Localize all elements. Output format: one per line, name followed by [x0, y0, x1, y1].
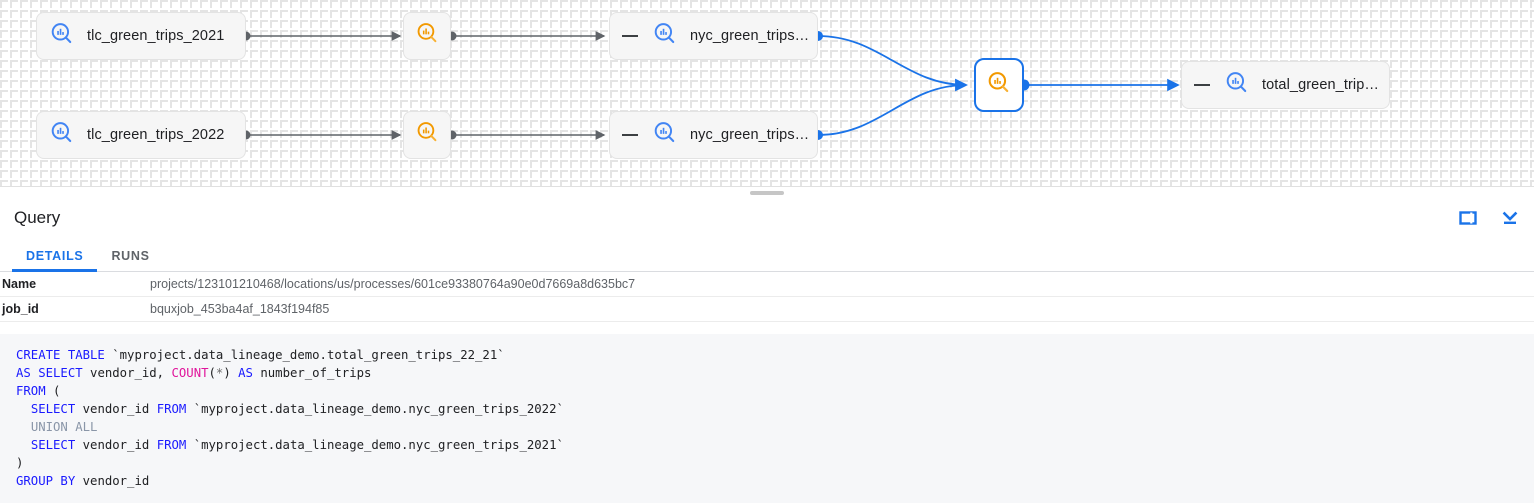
lineage-node-process-selected[interactable]	[974, 58, 1024, 112]
table-row: job_id bquxjob_453ba4af_1843f194f85	[0, 297, 1534, 322]
lineage-node-total-green-trips[interactable]: total_green_trip…	[1181, 61, 1390, 109]
lineage-node-nyc-green-trips-row2[interactable]: nyc_green_trips…	[609, 111, 818, 159]
lineage-node-nyc-green-trips-row1[interactable]: nyc_green_trips…	[609, 12, 818, 60]
collapse-node-icon[interactable]	[622, 35, 638, 37]
lineage-node-label: tlc_green_trips_2021	[87, 28, 225, 44]
sql-code-block[interactable]: CREATE TABLE `myproject.data_lineage_dem…	[0, 334, 1534, 503]
bigquery-process-icon	[986, 70, 1012, 101]
bigquery-process-icon	[415, 21, 440, 51]
lineage-node-label: tlc_green_trips_2022	[87, 127, 225, 143]
detail-key: job_id	[2, 302, 39, 316]
lineage-node-process-2[interactable]	[403, 111, 451, 159]
bigquery-table-icon	[652, 120, 678, 151]
collapse-node-icon[interactable]	[622, 134, 638, 136]
lineage-node-label: nyc_green_trips…	[690, 28, 810, 44]
query-panel: Query DETAILS RUNS	[0, 196, 1534, 503]
collapse-node-icon[interactable]	[1194, 84, 1210, 86]
query-details-table: Name projects/123101210468/locations/us/…	[0, 272, 1534, 322]
bigquery-process-icon	[415, 120, 440, 150]
panel-header-actions	[1456, 196, 1522, 240]
bigquery-table-icon	[652, 21, 678, 52]
panel-resize-splitter[interactable]	[0, 186, 1534, 197]
panel-title: Query	[14, 208, 61, 227]
lineage-node-label: total_green_trip…	[1262, 77, 1379, 93]
lineage-node-tlc-green-trips-2022[interactable]: tlc_green_trips_2022	[36, 111, 246, 159]
detail-key: Name	[2, 277, 37, 291]
query-panel-tabs: DETAILS RUNS	[0, 240, 1534, 272]
collapse-panel-icon[interactable]	[1498, 206, 1522, 230]
table-row: Name projects/123101210468/locations/us/…	[0, 272, 1534, 297]
query-panel-header: Query	[0, 196, 1534, 240]
tab-details[interactable]: DETAILS	[12, 249, 98, 272]
lineage-node-tlc-green-trips-2021[interactable]: tlc_green_trips_2021	[36, 12, 246, 60]
sql-code-text: CREATE TABLE `myproject.data_lineage_dem…	[16, 348, 564, 488]
drag-handle-icon[interactable]	[750, 191, 784, 195]
detail-value: bquxjob_453ba4af_1843f194f85	[150, 302, 330, 316]
lineage-node-process-1[interactable]	[403, 12, 451, 60]
detail-value: projects/123101210468/locations/us/proce…	[150, 277, 636, 291]
bigquery-table-icon	[1224, 70, 1250, 101]
bigquery-table-icon	[49, 21, 75, 52]
bigquery-table-icon	[49, 120, 75, 151]
lineage-canvas[interactable]: tlc_green_trips_2021	[0, 0, 1534, 186]
lineage-node-label: nyc_green_trips…	[690, 127, 810, 143]
split-panel-icon[interactable]	[1456, 206, 1480, 230]
tab-runs[interactable]: RUNS	[111, 249, 150, 263]
